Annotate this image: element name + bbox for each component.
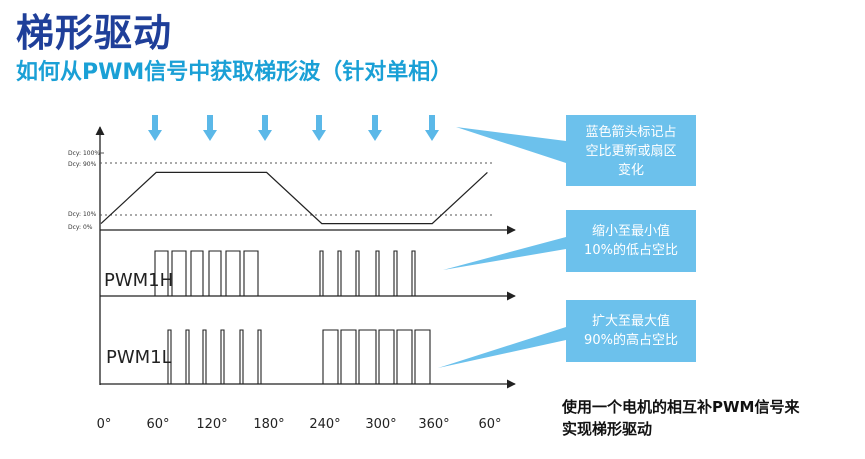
pwm-low-pulse <box>414 329 431 384</box>
angle-label: 180° <box>253 417 284 432</box>
update-arrow <box>148 115 162 141</box>
duty-cycle-waveform <box>100 171 488 225</box>
pwm-high-pulse <box>393 250 398 296</box>
pwm-low-pulse <box>378 329 395 384</box>
pwm-high-pulse <box>411 250 416 296</box>
pwm-low-pulse <box>185 329 190 384</box>
pwm-high-pulse <box>190 250 204 296</box>
dcy-100-label: Dcy: 100% <box>68 150 100 157</box>
pwm-high-pulse <box>375 250 380 296</box>
angle-label: 300° <box>365 417 396 432</box>
callout-box-max <box>438 300 696 368</box>
angle-label: 60° <box>478 417 501 432</box>
pwm-low-pulse <box>239 329 244 384</box>
callout-box-arrows <box>456 115 696 186</box>
pwm-high-pulse <box>319 250 324 296</box>
update-arrow <box>203 115 217 141</box>
pwm-high-pulses <box>154 250 416 296</box>
dcy-0-label: Dcy: 0% <box>68 224 93 231</box>
pwm-high-pulse <box>154 250 169 296</box>
update-arrows <box>148 115 439 141</box>
angle-label: 360° <box>418 417 449 432</box>
pwm-low-pulse <box>257 329 262 384</box>
pwm-low-pulse <box>396 329 413 384</box>
update-arrow <box>258 115 272 141</box>
callout-box-min <box>443 210 696 272</box>
pwm-low-pulse <box>220 329 225 384</box>
pwm-high-pulse <box>243 250 259 296</box>
angle-label: 240° <box>309 417 340 432</box>
pwm-low-pulse <box>340 329 357 384</box>
pwm-high-pulse <box>208 250 222 296</box>
pwm-high-label: PWM1H <box>104 270 173 291</box>
pwm-low-pulse <box>167 329 172 384</box>
page-title: 梯形驱动 <box>16 11 173 55</box>
explanation-note: 使用一个电机的相互补PWM信号来 实现梯形驱动 <box>562 398 800 438</box>
pwm-low-pulse <box>202 329 207 384</box>
angle-label: 120° <box>196 417 227 432</box>
pwm-high-pulse <box>225 250 241 296</box>
dcy-10-label: Dcy: 10% <box>68 211 97 218</box>
pwm-low-label: PWM1L <box>106 347 172 368</box>
dcy-90-label: Dcy: 90% <box>68 161 97 168</box>
pwm-high-pulse <box>337 250 342 296</box>
callout-min-text: 缩小至最小值 10%的低占空比 <box>584 224 678 258</box>
callout-arrows-text: 蓝色箭头标记占 空比更新或扇区 变化 <box>585 125 677 178</box>
callout-max-text: 扩大至最大值 90%的高占空比 <box>584 314 678 348</box>
pwm-high-pulse <box>171 250 187 296</box>
pwm-low-pulse <box>322 329 339 384</box>
pwm-high-pulse <box>355 250 360 296</box>
update-arrow <box>425 115 439 141</box>
update-arrow <box>312 115 326 141</box>
page-subtitle: 如何从PWM信号中获取梯形波（针对单相） <box>16 60 453 85</box>
angle-label: 0° <box>97 417 112 432</box>
angle-label: 60° <box>146 417 169 432</box>
update-arrow <box>368 115 382 141</box>
pwm-low-pulses <box>167 329 431 384</box>
pwm-low-pulse <box>358 329 377 384</box>
